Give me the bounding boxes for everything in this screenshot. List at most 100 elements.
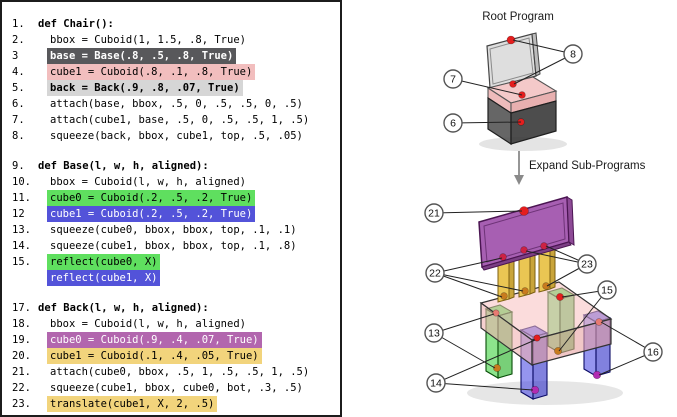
callout-line bbox=[452, 121, 522, 124]
callout-line bbox=[513, 53, 574, 85]
code-text: squeeze(cube0, bbox, bbox, top, .1, .1) bbox=[50, 224, 297, 236]
code-text: bbox = Cuboid(l, w, h, aligned) bbox=[50, 318, 246, 330]
code-text: attach(cube0, bbox, .5, 1, .5, .5, 1, .5… bbox=[50, 366, 310, 378]
callout-number: 22 bbox=[429, 268, 441, 280]
code-line: 1.def Chair(): bbox=[12, 16, 340, 32]
expand-subprograms-label: Expand Sub-Programs bbox=[529, 160, 646, 172]
code-line: 14. squeeze(cube1, bbox, bbox, top, .1, .… bbox=[12, 238, 340, 254]
line-number: 18. bbox=[12, 318, 31, 330]
code-text: cube1 = Cuboid(.1, .4, .05, True) bbox=[47, 348, 262, 364]
attachment-dot bbox=[533, 334, 541, 342]
callout-line bbox=[525, 250, 588, 265]
callout-number: 6 bbox=[450, 118, 456, 130]
code-line: 23.translate(cube1, X, 2, .5) bbox=[12, 396, 340, 412]
callout-circle bbox=[563, 44, 583, 64]
callout-line bbox=[433, 210, 523, 214]
base-box-3d bbox=[487, 96, 557, 146]
callout-15: 15 bbox=[597, 280, 617, 300]
code-line: 11.cube0 = Cuboid(.2, .5, .2, True) bbox=[12, 190, 340, 206]
callout-circle bbox=[443, 113, 463, 133]
attachment-dot bbox=[592, 370, 602, 380]
code-text: bbox = Cuboid(1, 1.5, .8, True) bbox=[50, 34, 246, 46]
callout-6: 6 bbox=[443, 113, 463, 133]
line-number: 5. bbox=[12, 82, 25, 94]
backboard-3d bbox=[478, 196, 575, 271]
line-number: 2. bbox=[12, 34, 25, 46]
callout-23: 23 bbox=[577, 254, 597, 274]
code-text: cube0 = Cuboid(.9, .4, .07, True) bbox=[47, 332, 262, 348]
callout-circle bbox=[597, 280, 617, 300]
code-line: 4. cube1 = Cuboid(.8, .1, .8, True) bbox=[12, 64, 340, 80]
callouts: 8 7 6 21 22 23 15 13 14 16 bbox=[424, 39, 663, 393]
code-text: squeeze(cube1, bbox, bbox, top, .1, .8) bbox=[50, 240, 297, 252]
figure-svg: Root Program Expand Sub-Programs bbox=[424, 11, 663, 405]
line-number: 12 bbox=[12, 208, 25, 220]
line-number: 13. bbox=[12, 224, 31, 236]
callout-13: 13 bbox=[424, 323, 444, 343]
code-text: attach(cube1, base, .5, 0, .5, .5, 1, .5… bbox=[50, 114, 310, 126]
callout-number: 8 bbox=[570, 49, 576, 61]
code-line: 8. squeeze(back, bbox, cube1, top, .5, .0… bbox=[12, 128, 340, 144]
callout-line bbox=[435, 382, 534, 391]
callout-line bbox=[434, 257, 503, 274]
line-number: 7. bbox=[12, 114, 25, 126]
line-number: 14. bbox=[12, 240, 31, 252]
code-line: reflect(cube1, X) bbox=[12, 270, 340, 286]
shadow bbox=[479, 137, 567, 151]
attachment-dots bbox=[492, 35, 603, 395]
line-number: 1. bbox=[12, 18, 25, 30]
line-number: 6. bbox=[12, 98, 25, 110]
code-text: squeeze(back, bbox, cube1, top, .5, .05) bbox=[50, 130, 303, 142]
code-text: cube1 = Cuboid(.8, .1, .8, True) bbox=[47, 64, 256, 80]
callout-circle bbox=[425, 263, 445, 283]
code-text: def Base(l, w, h, aligned): bbox=[38, 160, 209, 172]
code-line: 7. attach(cube1, base, .5, 0, .5, .5, 1, … bbox=[12, 112, 340, 128]
attachment-dot bbox=[500, 292, 508, 300]
line-number: 22. bbox=[12, 382, 31, 394]
callout-number: 7 bbox=[450, 74, 456, 86]
attachment-dot bbox=[493, 364, 501, 372]
code-text: back = Back(.9, .8, .07, True) bbox=[47, 80, 243, 96]
line-number: 15. bbox=[12, 256, 31, 268]
code-line: 2. bbox = Cuboid(1, 1.5, .8, True) bbox=[12, 32, 340, 48]
line-number: 21. bbox=[12, 366, 31, 378]
code-text: reflect(cube0, X) bbox=[47, 254, 161, 270]
line-number: 8. bbox=[12, 130, 25, 142]
code-line: 13. squeeze(cube0, bbox, bbox, top, .1, .… bbox=[12, 222, 340, 238]
code-text: cube1 = Cuboid(.2, .5, .2, True) bbox=[47, 206, 256, 222]
attachment-dot bbox=[595, 318, 603, 326]
callout-number: 23 bbox=[581, 259, 593, 271]
attachment-dot bbox=[509, 80, 517, 88]
line-number: 19. bbox=[12, 334, 31, 346]
callout-21: 21 bbox=[424, 203, 444, 223]
attachment-dot bbox=[499, 253, 507, 261]
line-number: 4. bbox=[12, 66, 25, 78]
code-line: 10.bbox = Cuboid(l, w, h, aligned) bbox=[12, 174, 340, 190]
code-line: 6. attach(base, bbox, .5, 0, .5, .5, 0, .… bbox=[12, 96, 340, 112]
root-program-title: Root Program bbox=[482, 11, 554, 23]
callout-line bbox=[598, 351, 654, 376]
callout-16: 16 bbox=[643, 342, 663, 362]
callout-14: 14 bbox=[426, 373, 446, 393]
attachment-dot bbox=[540, 242, 548, 250]
callout-line bbox=[558, 289, 608, 352]
code-line: 12 cube1 = Cuboid(.2, .5, .2, True) bbox=[12, 206, 340, 222]
code-text: attach(base, bbox, .5, 0, .5, .5, 0, .5) bbox=[50, 98, 303, 110]
line-number: 9. bbox=[12, 160, 25, 172]
code-panel: 1.def Chair(): 2. bbox = Cuboid(1, 1.5, .8… bbox=[0, 0, 342, 417]
callout-line bbox=[452, 78, 523, 96]
line-number: 11. bbox=[12, 192, 31, 204]
callout-number: 16 bbox=[647, 347, 659, 359]
callout-7: 7 bbox=[443, 69, 463, 89]
code-lines: 1.def Chair(): 2. bbox = Cuboid(1, 1.5, .8… bbox=[12, 16, 340, 412]
callout-line bbox=[434, 272, 524, 292]
callout-circle bbox=[424, 323, 444, 343]
code-line: 17.def Back(l, w, h, aligned): bbox=[12, 300, 340, 316]
code-line: 18. bbox = Cuboid(l, w, h, aligned) bbox=[12, 316, 340, 332]
code-line: 21. attach(cube0, bbox, .5, 1, .5, .5, 1,… bbox=[12, 364, 340, 380]
line-number: 3 bbox=[12, 50, 19, 62]
callout-line bbox=[435, 339, 536, 384]
attachment-dot bbox=[492, 309, 500, 317]
